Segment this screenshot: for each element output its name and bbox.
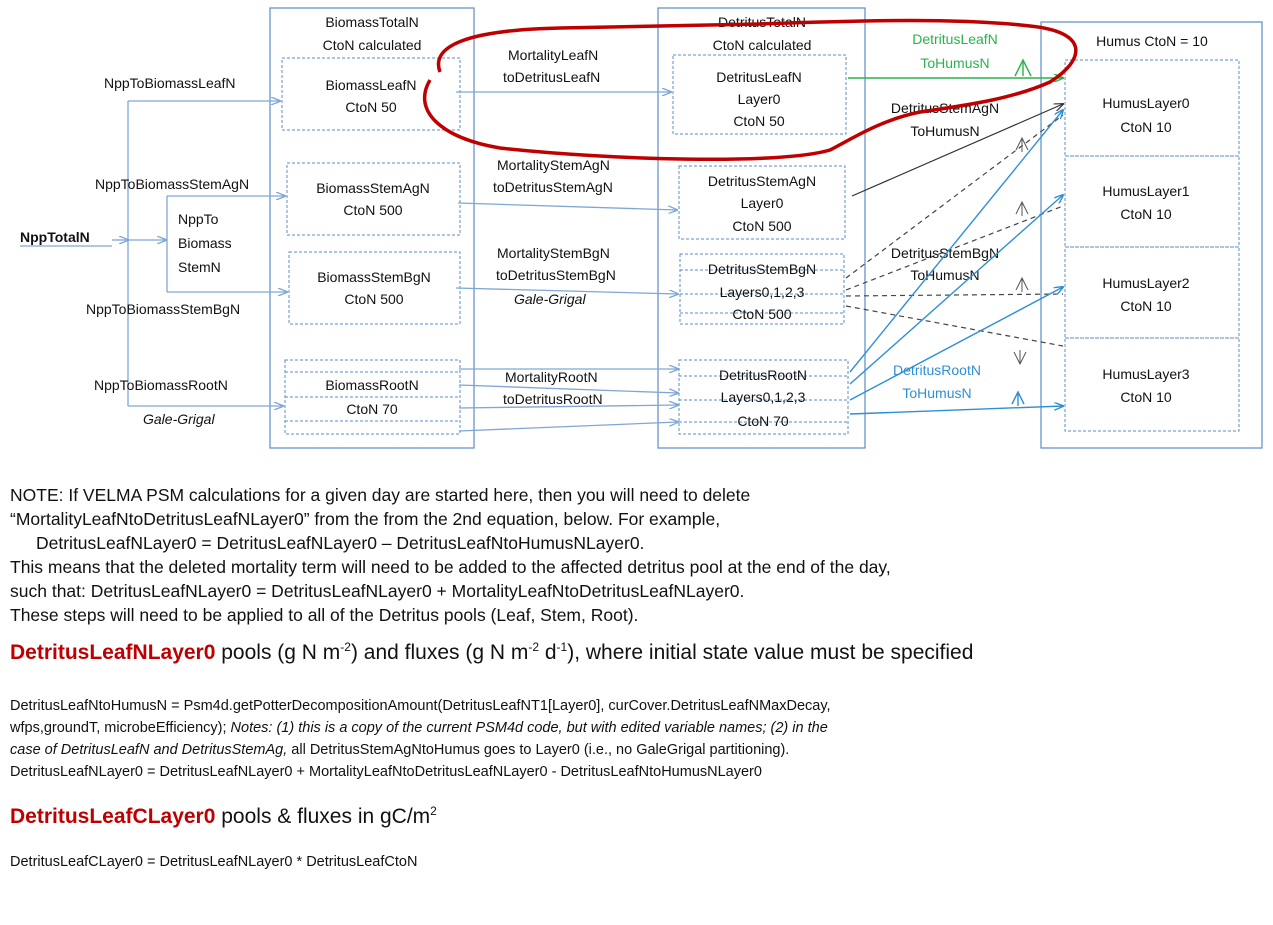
note-line-1: NOTE: If VELMA PSM calculations for a gi…	[10, 485, 751, 505]
biomass-root-cton: CtoN 70	[346, 401, 398, 417]
section2-title: DetritusLeafCLayer0 pools & fluxes in gC…	[10, 804, 437, 829]
section2-sup: 2	[430, 804, 437, 818]
section1-title: DetritusLeafNLayer0 pools (g N m-2) and …	[10, 640, 973, 665]
mort-root-1: MortalityRootN	[505, 369, 598, 385]
det-stemag-box	[678, 165, 846, 240]
humus-header: Humus CtoN = 10	[1096, 33, 1208, 49]
biomass-stembg-box	[288, 251, 461, 325]
gale-grigal-label-2: Gale-Grigal	[514, 291, 586, 307]
biomass-stemag-name: BiomassStemAgN	[316, 180, 430, 196]
det-leaf-layer: Layer0	[738, 91, 781, 107]
biomass-stembg-name: BiomassStemBgN	[317, 269, 431, 285]
humus-column	[1040, 21, 1263, 449]
note-line-6: These steps will need to be applied to a…	[10, 605, 639, 625]
biomass-stembg-cton: CtoN 500	[344, 291, 403, 307]
biomass-column	[269, 7, 475, 449]
det-stemag-name: DetritusStemAgN	[708, 173, 816, 189]
flux-root-2: ToHumusN	[902, 385, 971, 401]
mort-stembg-1: MortalityStemBgN	[497, 245, 610, 261]
biomass-header-2: CtoN calculated	[323, 37, 422, 53]
det-stembg-name: DetritusStemBgN	[708, 261, 816, 277]
code-line-3-italic: case of DetritusLeafN and DetritusStemAg…	[10, 742, 288, 758]
section1-title-end: ), where initial state value must be spe…	[567, 641, 974, 664]
highlight-loop	[423, 18, 1078, 162]
section2-formula: DetritusLeafCLayer0 = DetritusLeafNLayer…	[10, 854, 418, 870]
detritus-column	[657, 7, 866, 449]
npp-total-label: NppTotalN	[20, 229, 90, 245]
det-leaf-name: DetritusLeafN	[716, 69, 802, 85]
code-line-3: case of DetritusLeafN and DetritusStemAg…	[10, 740, 789, 761]
flux-stembg-1: DetritusStemBgN	[891, 245, 999, 261]
humus-layer2-box	[1064, 246, 1240, 339]
section1-sup2: -2	[528, 640, 540, 654]
humus-layer1-cton: CtoN 10	[1120, 206, 1172, 222]
note-line-5: such that: DetritusLeafNLayer0 = Detritu…	[10, 581, 745, 601]
humus-layer3-cton: CtoN 10	[1120, 389, 1172, 405]
section1-title-rest: pools (g N m	[215, 641, 341, 664]
det-root-name: DetritusRootN	[719, 367, 807, 383]
det-stemag-layer: Layer0	[741, 195, 784, 211]
biomass-leaf-cton: CtoN 50	[345, 99, 397, 115]
note-line-2: “MortalityLeafNtoDetritusLeafNLayer0” fr…	[10, 509, 721, 529]
flux-stemag-2: ToHumusN	[910, 123, 979, 139]
humus-layer3-box	[1064, 337, 1240, 432]
humus-layer0-cton: CtoN 10	[1120, 119, 1172, 135]
biomass-stemag-box	[286, 162, 461, 236]
humus-layer2-name: HumusLayer2	[1102, 275, 1189, 291]
code-line-2: wfps,groundT, microbeEfficiency); Notes:…	[10, 718, 828, 739]
npp-leaf-label: NppToBiomassLeafN	[104, 75, 236, 91]
mort-stemag-2: toDetritusStemAgN	[493, 179, 613, 195]
flux-leaf-1: DetritusLeafN	[912, 31, 998, 47]
mort-leaf-1: MortalityLeafN	[508, 47, 598, 63]
section2-title-rest: pools & fluxes in gC/m	[215, 805, 431, 828]
code-line-2-plain: wfps,groundT, microbeEfficiency);	[10, 720, 231, 736]
section1-sup1: -2	[340, 640, 351, 654]
section1-sup3: -1	[556, 640, 568, 654]
code-line-2-italic: Notes: (1) this is a copy of the current…	[230, 720, 828, 736]
flux-leaf-2: ToHumusN	[920, 55, 989, 71]
biomass-stemag-cton: CtoN 500	[343, 202, 402, 218]
nitrogen-flow-diagram: BiomassTotalN CtoN calculated DetritusTo…	[20, 7, 1263, 449]
det-leaf-box	[672, 54, 847, 135]
flux-root-1: DetritusRootN	[893, 362, 981, 378]
section1-title-d: d	[539, 641, 557, 664]
det-stembg-layer: Layers0,1,2,3	[720, 284, 805, 300]
note-line-3: DetritusLeafNLayer0 = DetritusLeafNLayer…	[36, 533, 645, 553]
npp-stem-box-2: Biomass	[178, 235, 232, 251]
mort-stembg-2: toDetritusStemBgN	[496, 267, 616, 283]
det-stembg-box	[679, 253, 845, 325]
npp-stemag-label: NppToBiomassStemAgN	[95, 176, 249, 192]
code-line-3-plain: all DetritusStemAgNtoHumus goes to Layer…	[287, 742, 790, 758]
npp-stembg-label: NppToBiomassStemBgN	[86, 301, 240, 317]
section1-title-red: DetritusLeafNLayer0	[10, 641, 216, 664]
section1-title-mid: ) and fluxes (g N m	[350, 641, 529, 664]
biomass-header-1: BiomassTotalN	[325, 14, 418, 30]
mort-root-2: toDetritusRootN	[503, 391, 603, 407]
npp-stem-box-1: NppTo	[178, 211, 219, 227]
npp-stem-box-3: StemN	[178, 259, 221, 275]
biomass-leaf-name: BiomassLeafN	[325, 77, 416, 93]
mort-leaf-2: toDetritusLeafN	[503, 69, 600, 85]
code-line-4: DetritusLeafNLayer0 = DetritusLeafNLayer…	[10, 764, 762, 780]
det-stemag-cton: CtoN 500	[732, 218, 791, 234]
npp-root-label: NppToBiomassRootN	[94, 377, 228, 393]
section2-title-red: DetritusLeafCLayer0	[10, 805, 216, 828]
det-stembg-cton: CtoN 500	[732, 306, 791, 322]
detritus-header-2: CtoN calculated	[713, 37, 812, 53]
flux-stembg-2: ToHumusN	[910, 267, 979, 283]
humus-layer2-cton: CtoN 10	[1120, 298, 1172, 314]
humus-layer1-name: HumusLayer1	[1102, 183, 1189, 199]
humus-layer3-name: HumusLayer3	[1102, 366, 1189, 382]
humus-layer0-name: HumusLayer0	[1102, 95, 1189, 111]
code-line-1: DetritusLeafNtoHumusN = Psm4d.getPotterD…	[10, 698, 831, 714]
det-root-layer: Layers0,1,2,3	[721, 389, 806, 405]
mort-stemag-1: MortalityStemAgN	[497, 157, 610, 173]
det-root-box	[678, 359, 849, 435]
biomass-root-name: BiomassRootN	[325, 377, 418, 393]
det-leaf-cton: CtoN 50	[733, 113, 785, 129]
det-root-cton: CtoN 70	[737, 413, 789, 429]
humus-layer1-box	[1064, 155, 1240, 248]
note-line-4: This means that the deleted mortality te…	[10, 557, 891, 577]
gale-grigal-label-1: Gale-Grigal	[143, 411, 215, 427]
